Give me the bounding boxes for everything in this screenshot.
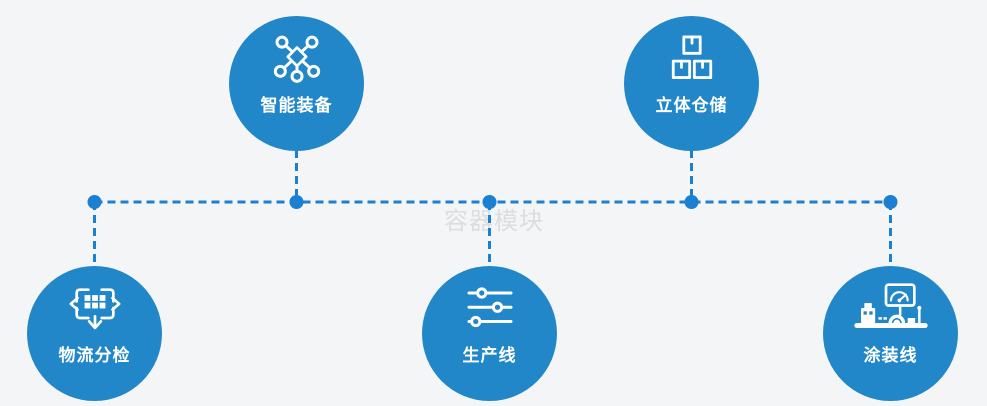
- coating-machine-icon: [849, 283, 933, 333]
- watermark-text: 容器模块: [444, 208, 544, 235]
- node-label: 物流分检: [58, 346, 131, 365]
- sort-distribution-icon: [68, 283, 122, 333]
- node-logistics-sorting: 物流分检: [27, 266, 162, 401]
- junction-dot: [883, 195, 898, 209]
- junction-dot: [87, 195, 102, 209]
- node-label: 涂装线: [863, 346, 918, 365]
- node-label: 生产线: [462, 346, 517, 365]
- sliders-icon: [466, 283, 514, 333]
- junction-dot: [289, 195, 304, 209]
- stacked-boxes-icon: [667, 33, 717, 83]
- node-production-line: 生产线: [422, 266, 557, 401]
- junction-dot: [684, 195, 699, 209]
- node-warehouse: 立体仓储: [624, 16, 759, 151]
- node-label: 立体仓储: [655, 96, 728, 115]
- node-label: 智能装备: [260, 96, 333, 115]
- network-nodes-icon: [270, 33, 324, 83]
- node-smart-equipment: 智能装备: [229, 16, 364, 151]
- node-coating-line: 涂装线: [823, 266, 958, 401]
